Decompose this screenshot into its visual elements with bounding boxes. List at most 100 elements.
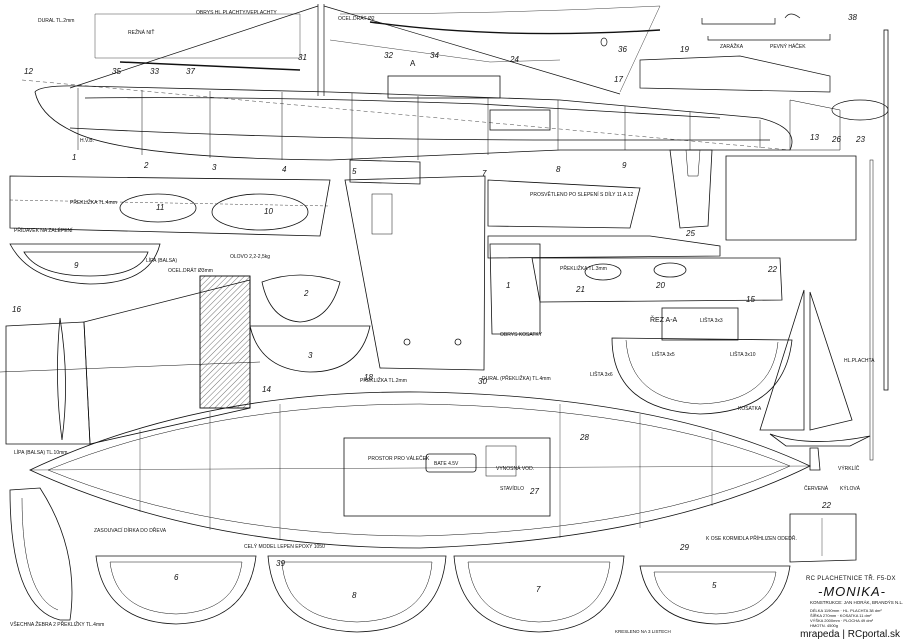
label-zarazka: ZARÁŽKA — [720, 42, 744, 50]
label-hvb: H.V.B. — [80, 138, 94, 144]
title-specs: DÉLKA 1190mm · HL. PLACHTA 38 dm² ŠÍŘKA … — [810, 608, 902, 628]
label-prosvetleno: PROSVĚTLENO PO SLEPENÍ S DÍLY 11 A 12 — [530, 190, 633, 198]
deck-plates-right — [487, 155, 857, 303]
label-hrana: K OSE KORMIDLA PŘÍHLIZEN ODEDŘ. — [706, 534, 797, 542]
label-dural-kyl: DURAL (PŘEKLIŽKA) TL.4mm — [482, 374, 551, 382]
label-vsechna-zebra: VŠECHNA ŽEBRA 2 PŘEKLIŽKY TL.4mm — [10, 620, 104, 628]
label-zasouvaci: ZASOUVACÍ DÍRKA DO DŘEVA — [94, 526, 167, 534]
part-number: 4 — [282, 165, 287, 174]
label-lista-b: LIŠTA 3x10 — [730, 351, 756, 358]
frames-left — [9, 243, 371, 373]
label-pridavek: PŘÍDAVEK NA ZALÉPENÍ — [14, 226, 73, 234]
part-number: 1 — [72, 153, 76, 162]
sail-plan-silhouette — [759, 289, 871, 471]
label-aa: ŘEZ A-A — [650, 315, 678, 324]
part-number: 14 — [262, 385, 271, 394]
hull-top-plan — [29, 391, 811, 549]
label-preklizka-c: PŘEKLIŽKA TL.2mm — [360, 376, 407, 384]
label-pevny-hacek: PEVNÝ HÁČEK — [770, 43, 806, 50]
label-olovo: OLOVO 2,2-2,5kg — [230, 254, 270, 260]
part-number: 37 — [186, 67, 195, 76]
part-number: 20 — [655, 281, 665, 290]
label-lista-c: LIŠTA 3x6 — [590, 371, 613, 378]
frame-bottom-left — [9, 487, 73, 621]
label-lista-d: LIŠTA 3x3 — [700, 317, 723, 324]
part-number: 12 — [24, 67, 33, 76]
part-number: 7 — [482, 169, 487, 178]
keel-fin-center — [344, 175, 541, 371]
deck-plate-left — [9, 175, 331, 237]
part-number: 6 — [174, 573, 179, 582]
part-number: 30 — [478, 377, 487, 386]
part-number: 7 — [536, 585, 541, 594]
part-number: 39 — [276, 559, 285, 568]
label-hl-plachta: HL.PLACHTA — [844, 358, 875, 364]
small-part-22 — [789, 513, 857, 563]
part-number: 25 — [685, 229, 695, 238]
label-rezna-nit: REŽNÁ NIŤ — [128, 28, 154, 36]
part-number: 3 — [308, 351, 313, 360]
part-number: 35 — [112, 67, 121, 76]
part-number: 29 — [679, 543, 689, 552]
label-ocel-drat-2: OCEL.DRÁT Ø3mm — [168, 267, 213, 274]
part-number: 9 — [622, 161, 627, 170]
watermark: mrapeda | RCportal.sk — [800, 629, 900, 640]
label-a-marker: A — [410, 59, 416, 68]
label-okovani: OBRYS HL.PLACHTY/VEPLACHTY — [196, 10, 277, 16]
hardware-fittings — [600, 13, 889, 151]
label-lipa-balsa: LÍPA (BALSA) — [146, 257, 177, 264]
part-number: 2 — [143, 161, 149, 170]
label-kosatka: KOSATKA — [738, 406, 762, 412]
label-preklizka-b: PŘEKLIŽKA TL.3mm — [560, 264, 607, 272]
part-number: 19 — [680, 45, 689, 54]
part-number: 5 — [712, 581, 717, 590]
label-obrys-kosatky: OBRYS KOSATKY — [500, 332, 543, 338]
part-number: 31 — [298, 53, 307, 62]
part-number: 26 — [831, 135, 841, 144]
part-number: 28 — [579, 433, 589, 442]
part-number: 5 — [352, 167, 357, 176]
label-ocel-drat: OCEL.DRÁT Ø2 — [338, 15, 375, 22]
part-number: 21 — [575, 285, 585, 294]
part-number: 10 — [264, 207, 273, 216]
keel-and-bulb — [0, 275, 261, 445]
spec-line: DÉLKA 1190mm · HL. PLACHTA 38 dm² — [810, 608, 882, 613]
part-number: 11 — [156, 203, 164, 212]
part-number: 38 — [848, 13, 857, 22]
part-number: 27 — [529, 487, 539, 496]
part-number: 2 — [303, 289, 309, 298]
label-dural-top: DURAL TL.2mm — [38, 18, 74, 24]
part-number: 13 — [810, 133, 819, 142]
label-stavidlo: STAVÍDLO — [500, 485, 524, 492]
mast-spar-right — [869, 29, 889, 461]
part-number: 3 — [212, 163, 217, 172]
frames-bottom-row — [95, 555, 791, 633]
part-number: 22 — [767, 265, 777, 274]
title-credit: KONSTRUKCE: JAN HORÁK, BRANDÝS N.L. — [810, 600, 904, 605]
label-model-lepen: CELÝ MODEL LEPEN EPOXY 1050 — [244, 543, 325, 550]
rudder-pieces — [669, 149, 713, 229]
part-number: 18 — [364, 373, 373, 382]
label-lipa-bottom: LÍPA (BALSA) TL.10mm — [14, 449, 67, 456]
label-preklizka-a: PŘEKLIŽKA TL.4mm — [70, 198, 117, 206]
part-number: 23 — [855, 135, 865, 144]
part-number: 17 — [614, 75, 623, 84]
part-number: 8 — [352, 591, 357, 600]
title-name: -MONIKA- — [818, 584, 886, 599]
spec-line: HMOTN. 4500g — [810, 623, 839, 628]
part-number: 9 — [74, 261, 79, 270]
part-number: 36 — [618, 45, 627, 54]
spec-line: ŠÍŘKA 270mm · KOSATKA 11 dm² — [810, 613, 872, 618]
label-lista-a: LIŠTA 3x5 — [652, 351, 675, 358]
part-number: 16 — [12, 305, 21, 314]
part-number: 34 — [430, 51, 439, 60]
part-number: 1 — [506, 281, 510, 290]
label-kylova: KÝLOVÁ — [840, 485, 861, 492]
sheet-note: KRESLENO NA 3 LISTECH — [615, 629, 671, 634]
label-bate: BATE 4.5V — [434, 461, 459, 467]
rigging-top — [69, 4, 661, 96]
label-prostor: PROSTOR PRO VÁLEČEK — [368, 455, 430, 462]
section-a-a — [611, 307, 793, 415]
part-number: 8 — [556, 165, 561, 174]
